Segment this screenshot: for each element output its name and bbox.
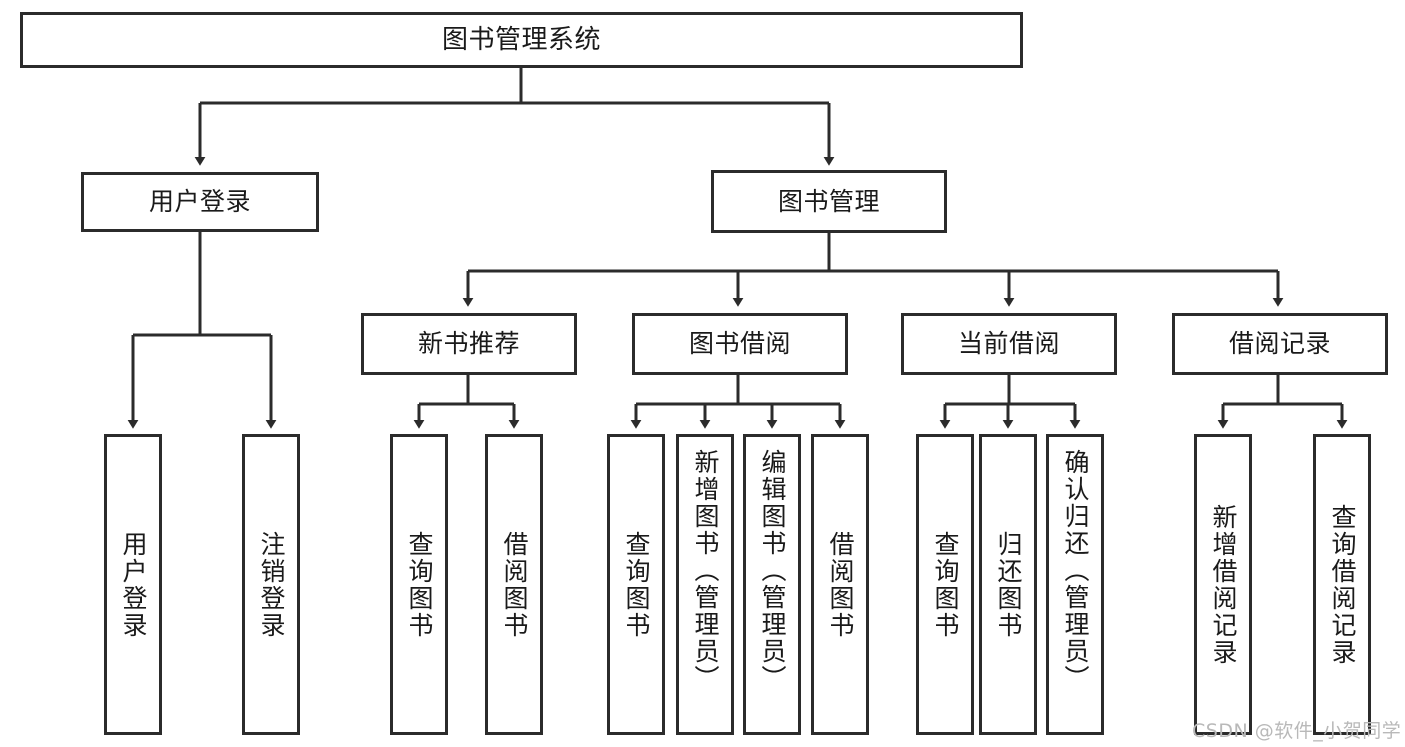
node-label: 图书借阅 [688, 329, 791, 359]
watermark-text: CSDN @软件_小贺同学 [1192, 720, 1402, 742]
node-label: 图书管理 [777, 186, 880, 216]
node-new-book-recommend[interactable]: 新书推荐 [361, 313, 577, 375]
node-label: 图书管理系统 [441, 24, 601, 55]
node-label: 查询借阅记录 [1328, 503, 1357, 666]
node-label: 确认归还（管理员） [1061, 449, 1090, 692]
node-label: 归还图书 [994, 530, 1023, 639]
node-root-system[interactable]: 图书管理系统 [20, 12, 1023, 68]
node-label: 新书推荐 [417, 329, 520, 359]
node-label: 新增图书（管理员） [691, 449, 720, 692]
node-label: 编辑图书（管理员） [758, 449, 787, 692]
leaf-query-borrow-record[interactable]: 查询借阅记录 [1313, 434, 1371, 735]
leaf-edit-book-admin[interactable]: 编辑图书（管理员） [743, 434, 801, 735]
node-book-borrow[interactable]: 图书借阅 [632, 313, 848, 375]
node-label: 新增借阅记录 [1209, 503, 1238, 666]
leaf-user-login[interactable]: 用户登录 [104, 434, 162, 735]
leaf-new-query-books[interactable]: 查询图书 [390, 434, 448, 735]
leaf-borrow-query-books[interactable]: 查询图书 [607, 434, 665, 735]
node-label: 借阅记录 [1228, 329, 1331, 359]
node-label: 用户登录 [119, 530, 148, 639]
node-label: 注销登录 [257, 530, 286, 639]
node-user-login[interactable]: 用户登录 [81, 172, 319, 232]
node-label: 借阅图书 [500, 530, 529, 639]
node-label: 查询图书 [405, 530, 434, 639]
leaf-add-borrow-record[interactable]: 新增借阅记录 [1194, 434, 1252, 735]
node-label: 查询图书 [931, 530, 960, 639]
leaf-add-book-admin[interactable]: 新增图书（管理员） [676, 434, 734, 735]
leaf-borrow-books[interactable]: 借阅图书 [811, 434, 869, 735]
leaf-confirm-return-admin[interactable]: 确认归还（管理员） [1046, 434, 1104, 735]
leaf-new-borrow-books[interactable]: 借阅图书 [485, 434, 543, 735]
node-label: 借阅图书 [826, 530, 855, 639]
leaf-current-query-books[interactable]: 查询图书 [916, 434, 974, 735]
node-borrow-records[interactable]: 借阅记录 [1172, 313, 1388, 375]
node-label: 当前借阅 [957, 329, 1060, 359]
node-label: 查询图书 [622, 530, 651, 639]
node-current-borrow[interactable]: 当前借阅 [901, 313, 1117, 375]
node-label: 用户登录 [148, 187, 251, 217]
node-book-management[interactable]: 图书管理 [711, 170, 947, 233]
leaf-logout[interactable]: 注销登录 [242, 434, 300, 735]
leaf-return-books[interactable]: 归还图书 [979, 434, 1037, 735]
